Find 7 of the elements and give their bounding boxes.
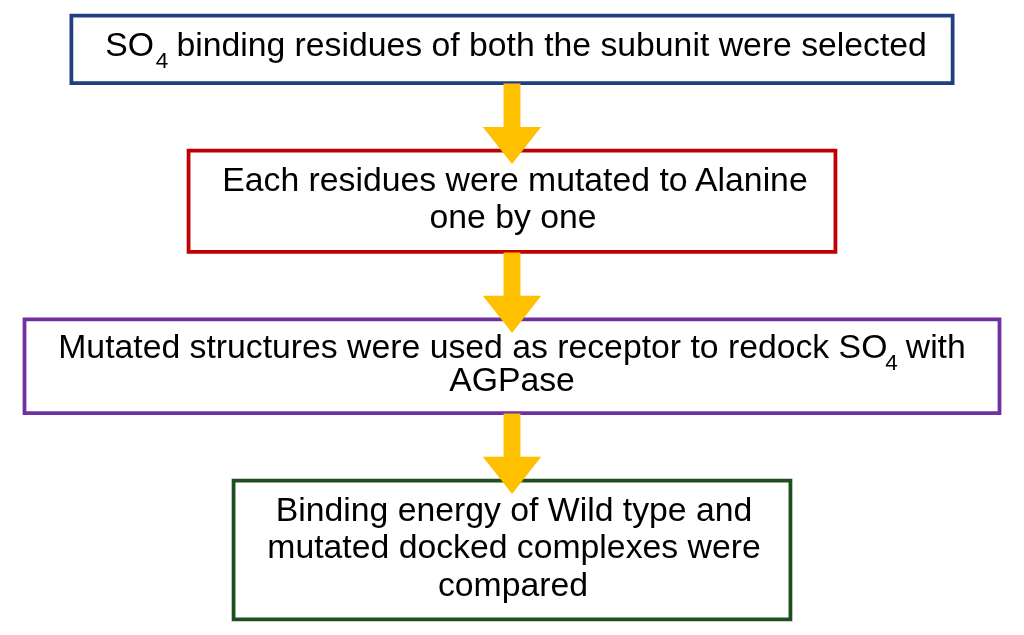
arrow	[482, 413, 542, 494]
node-box: Each residues were mutated to Alanine one by one	[186, 148, 838, 254]
node-box: Binding energy of Wild type and mutated docked complexes were compared	[231, 478, 793, 622]
arrow	[482, 83, 542, 165]
node-box: Mutated structures were used as receptor to redock SO$_{4}$ with AGPase	[22, 317, 1002, 415]
node-box: SO$_{4}$ binding residues of both the subunit were selected	[69, 13, 955, 85]
arrow	[482, 252, 542, 333]
